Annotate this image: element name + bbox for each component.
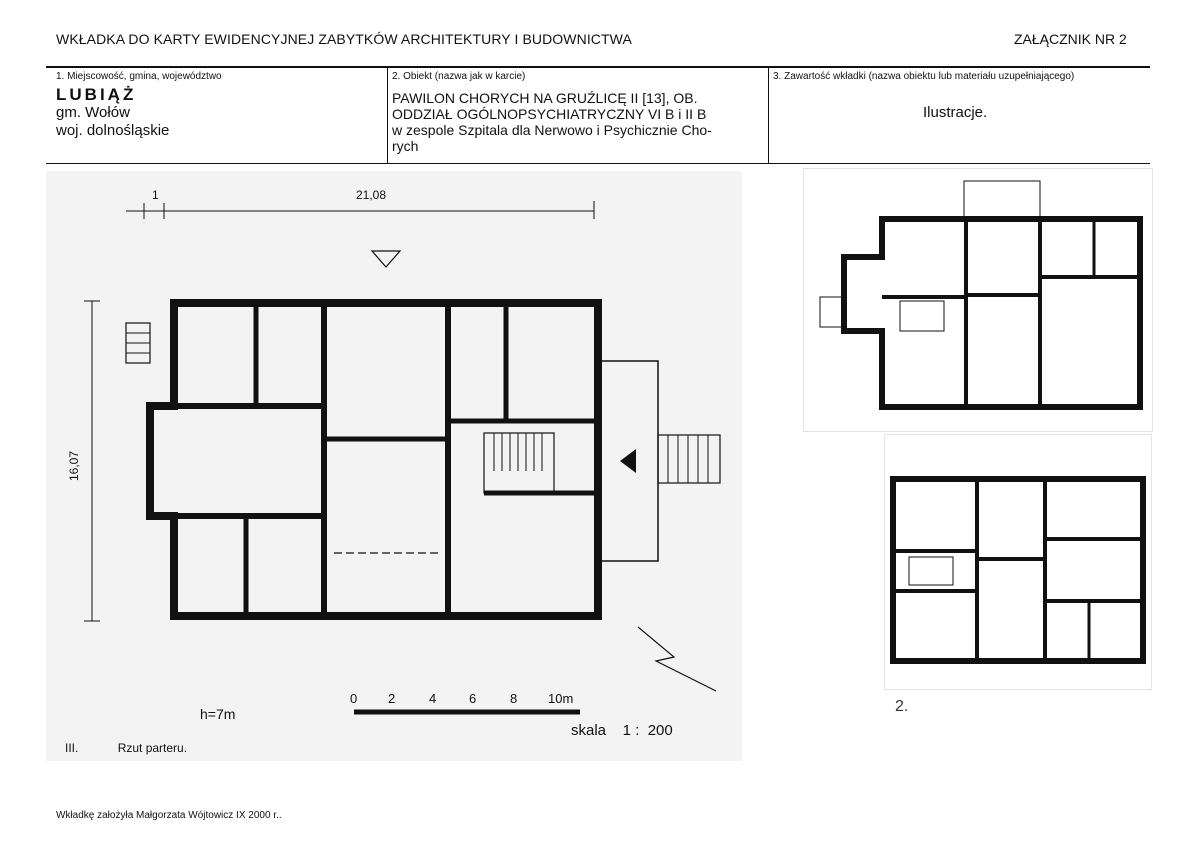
plan-caption: III. Rzut parteru. bbox=[65, 741, 223, 755]
footer-author: Wkładkę założyła Małgorzata Wójtowicz IX… bbox=[56, 810, 282, 821]
column-divider bbox=[387, 67, 388, 164]
object-line: PAWILON CHORYCH NA GRUŹLICĘ II [13], OB. bbox=[392, 90, 698, 106]
scale-tick: 10m bbox=[548, 691, 573, 706]
caption-number: III. bbox=[65, 741, 79, 755]
historical-plan-lower bbox=[884, 434, 1152, 690]
figure-number: 2. bbox=[895, 698, 909, 715]
dim-height: 16,07 bbox=[67, 451, 81, 481]
column-divider bbox=[768, 67, 769, 164]
historical-plan-lower-drawing bbox=[890, 476, 1146, 664]
town-name: LUBIĄŻ bbox=[56, 85, 137, 104]
annex-number: ZAŁĄCZNIK NR 2 bbox=[1014, 31, 1127, 47]
commune-name: gm. Wołów bbox=[56, 104, 130, 121]
object-label: 2. Obiekt (nazwa jak w karcie) bbox=[392, 71, 526, 82]
voivodeship-name: woj. dolnośląskie bbox=[56, 122, 170, 139]
scale-tick: 4 bbox=[429, 691, 436, 706]
historical-plan-upper-drawing bbox=[819, 180, 1143, 410]
scale-tick: 6 bbox=[469, 691, 476, 706]
historical-plan-upper bbox=[803, 168, 1153, 432]
scale-tick: 0 bbox=[350, 691, 357, 706]
object-line: ODDZIAŁ OGÓLNOPSYCHIATRYCZNY VI B i II B bbox=[392, 106, 707, 122]
dim-width: 21,08 bbox=[356, 188, 386, 202]
object-line: w zespole Szpitala dla Nerwowo i Psychic… bbox=[392, 122, 712, 138]
location-block: LUBIĄŻ gm. Wołów woj. dolnośląskie bbox=[56, 86, 169, 140]
dim-small: 1 bbox=[152, 188, 159, 202]
object-name: PAWILON CHORYCH NA GRUŹLICĘ II [13], OB.… bbox=[392, 90, 762, 154]
height-note: h=7m bbox=[200, 706, 235, 722]
scale-label: skala 1 : 200 bbox=[571, 722, 673, 739]
ground-floor-plan: 1 21,08 16,07 h=7m 0 2 4 6 8 10m bbox=[46, 171, 742, 761]
scale-tick: 8 bbox=[510, 691, 517, 706]
scale-tick: 2 bbox=[388, 691, 395, 706]
top-rule bbox=[46, 66, 1150, 68]
bottom-rule bbox=[46, 163, 1150, 164]
content-value: Ilustracje. bbox=[923, 104, 988, 121]
caption-text: Rzut parteru. bbox=[117, 741, 188, 755]
object-line: rych bbox=[392, 138, 419, 154]
location-label: 1. Miejscowość, gmina, województwo bbox=[56, 71, 222, 82]
content-label: 3. Zawartość wkładki (nazwa obiektu lub … bbox=[773, 71, 1075, 82]
floor-plan-drawing: 1 21,08 16,07 h=7m 0 2 4 6 8 10m bbox=[67, 188, 721, 722]
document-title: WKŁADKA DO KARTY EWIDENCYJNEJ ZABYTKÓW A… bbox=[56, 31, 632, 47]
